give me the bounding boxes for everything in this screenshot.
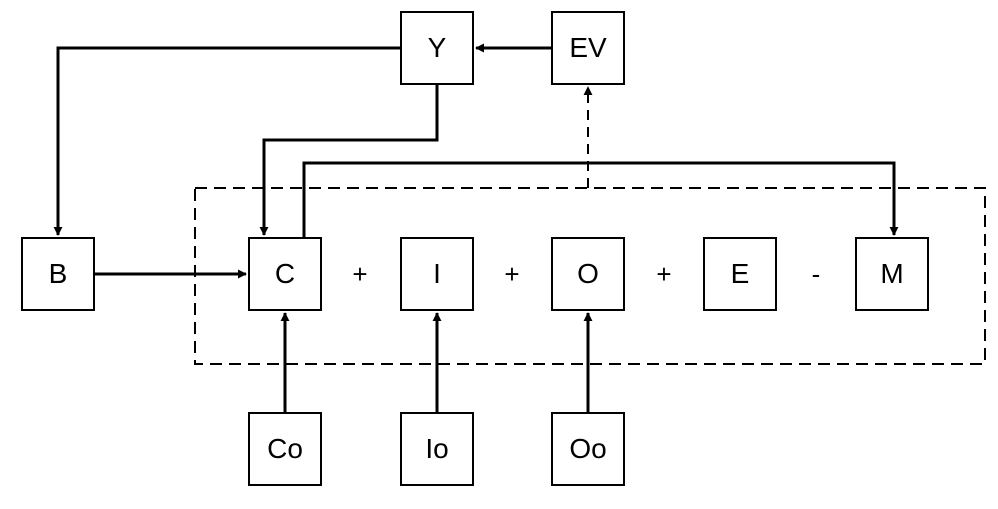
node-i: I bbox=[400, 237, 474, 311]
operator-plus: + bbox=[656, 258, 672, 289]
edge-c-to-m bbox=[302, 161, 899, 237]
edge-y-to-c bbox=[259, 85, 439, 236]
node-ev: EV bbox=[551, 11, 625, 85]
node-e: E bbox=[703, 237, 777, 311]
operator-plus: + bbox=[352, 258, 368, 289]
operator-plus: + bbox=[504, 258, 520, 289]
node-y: Y bbox=[400, 11, 474, 85]
node-co: Co bbox=[248, 412, 322, 486]
node-io: Io bbox=[400, 412, 474, 486]
node-o: O bbox=[551, 237, 625, 311]
edge-y-to-b bbox=[53, 46, 400, 236]
node-oo: Oo bbox=[551, 412, 625, 486]
operator-minus: - bbox=[811, 258, 821, 289]
node-m: M bbox=[855, 237, 929, 311]
node-b: B bbox=[21, 237, 95, 311]
equation-group-box bbox=[194, 187, 986, 365]
node-c: C bbox=[248, 237, 322, 311]
